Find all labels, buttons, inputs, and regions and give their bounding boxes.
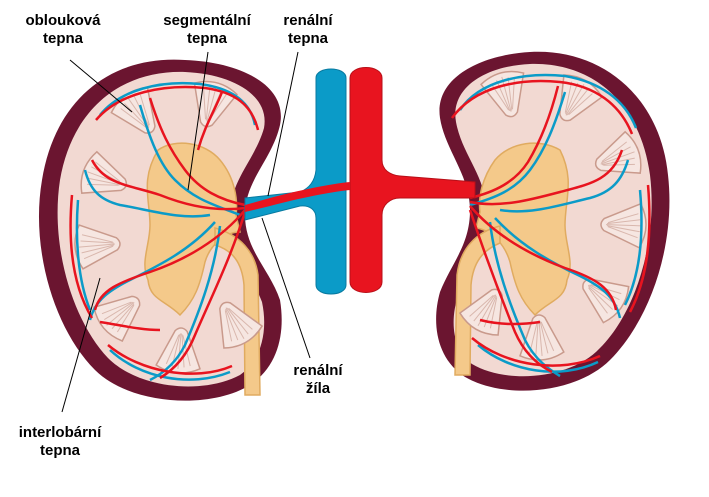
right-kidney [436, 51, 670, 391]
label-renal-vein: renální žíla [282, 362, 354, 398]
label-renal-vein-line1: renální [293, 362, 343, 379]
label-renal-artery: renální tepna [272, 12, 344, 48]
label-arcuate-artery-line2: tepna [42, 30, 83, 47]
leader-lines [61, 51, 311, 413]
leader-segmental-artery [187, 51, 209, 191]
label-interlobar-artery-line1: interlobární [18, 424, 102, 441]
leader-renal-artery [267, 51, 299, 197]
label-arcuate-artery-line1: oblouková [25, 12, 101, 29]
left-kidney [38, 59, 282, 401]
left-renal-pelvis [144, 142, 241, 317]
label-renal-vein-line2: žíla [305, 380, 331, 397]
label-segmental-artery: segmentální tepna [148, 12, 266, 48]
label-interlobar-artery: interlobární tepna [4, 424, 116, 460]
leader-renal-vein [261, 217, 311, 359]
leader-arcuate-artery [69, 59, 133, 113]
label-arcuate-artery: oblouková tepna [14, 12, 112, 48]
label-renal-artery-line2: tepna [287, 30, 328, 47]
renal-artery-trunk [245, 67, 476, 293]
label-segmental-artery-line2: tepna [186, 30, 227, 47]
right-ureter [454, 225, 501, 376]
left-arteries [69, 85, 260, 380]
label-interlobar-artery-line2: tepna [39, 442, 80, 459]
leader-interlobar-artery [61, 277, 101, 413]
renal-vein-trunk [244, 68, 347, 295]
label-renal-artery-line1: renální [283, 12, 333, 29]
right-arteries [450, 79, 651, 374]
left-ureter [214, 227, 261, 396]
label-segmental-artery-line1: segmentální [163, 12, 251, 29]
